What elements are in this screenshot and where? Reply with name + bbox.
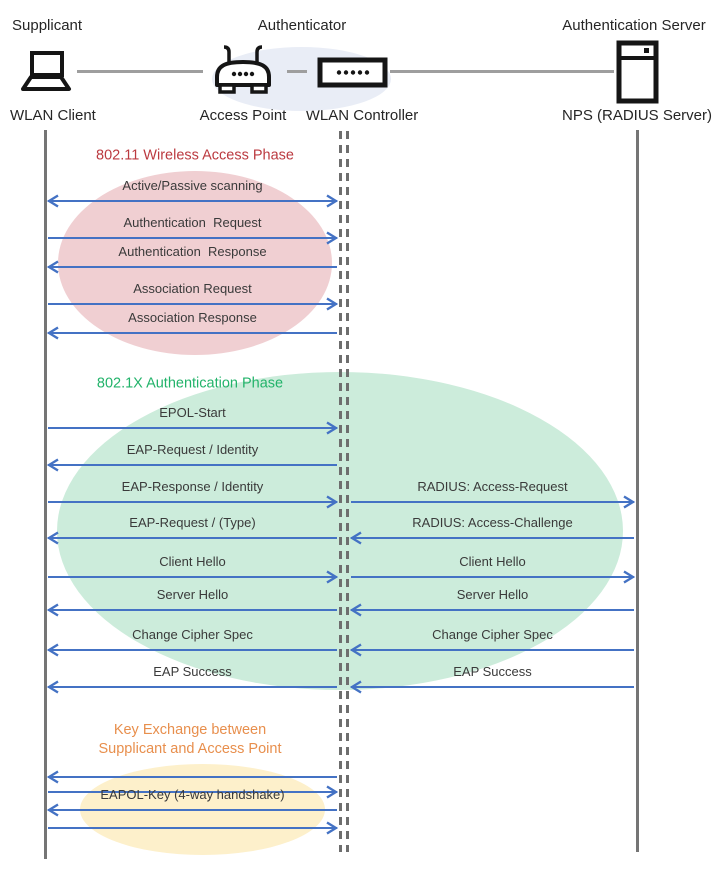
message-label: Change Cipher Spec (132, 627, 253, 642)
message-label: EAP Success (153, 664, 232, 679)
message-label: Server Hello (156, 587, 229, 602)
message-arrow (46, 458, 338, 472)
wlan-controller-name-label: WLAN Controller (305, 107, 419, 124)
message-label: RADIUS: Access-Challenge (412, 515, 573, 530)
supplicant-name-label: WLAN Client (10, 107, 96, 124)
message-arrow (47, 231, 339, 245)
server-name-label: NPS (RADIUS Server) (561, 107, 713, 124)
laptop-icon (20, 50, 72, 101)
phase-title-key-exchange: Key Exchange between Supplicant and Acce… (98, 722, 282, 757)
message-arrow (349, 603, 635, 617)
message-label: RADIUS: Access-Request (417, 479, 568, 494)
message-label: Client Hello (459, 554, 526, 569)
connector-ap-controller (287, 70, 307, 73)
message-arrow (46, 680, 338, 694)
message-arrow (350, 495, 636, 509)
message-label: Active/Passive scanning (122, 178, 263, 193)
message-label: EAP Success (453, 664, 532, 679)
message-label: Association Request (133, 281, 252, 296)
connector-client-ap (77, 70, 203, 73)
message-arrow (349, 680, 635, 694)
authenticator-role-label: Authenticator (257, 17, 347, 34)
phase-title-80211: 802.11 Wireless Access Phase (96, 147, 294, 164)
message-arrow (46, 803, 338, 817)
controller-lifeline-left (339, 131, 342, 852)
access-point-icon (205, 42, 281, 107)
supplicant-lifeline (44, 130, 47, 859)
message-label: Authentication Request (123, 215, 262, 230)
message-label: EAP-Request / (Type) (129, 515, 256, 530)
message-arrow (350, 570, 636, 584)
message-arrow (47, 570, 339, 584)
message-label: Server Hello (456, 587, 529, 602)
message-arrow (47, 821, 339, 835)
message-arrow (47, 785, 339, 799)
server-icon (616, 40, 659, 109)
message-label: Association Response (128, 310, 257, 325)
message-arrow (46, 194, 339, 208)
message-label: Client Hello (159, 554, 226, 569)
message-arrow (46, 643, 338, 657)
server-role-label: Authentication Server (562, 17, 706, 34)
phase-title-8021x: 802.1X Authentication Phase (96, 375, 284, 392)
supplicant-role-label: Supplicant (12, 17, 83, 34)
message-label: EAP-Request / Identity (126, 442, 259, 457)
message-label: Authentication Response (118, 244, 267, 259)
message-arrow (46, 603, 338, 617)
message-arrow (46, 260, 338, 274)
message-arrow (47, 495, 339, 509)
message-arrow (46, 531, 338, 545)
message-arrow (349, 643, 635, 657)
message-arrow (47, 297, 339, 311)
message-arrow (349, 531, 635, 545)
wlan-controller-icon (317, 57, 388, 93)
message-arrow (46, 326, 338, 340)
message-label: EAP-Response / Identity (121, 479, 264, 494)
access-point-name-label: Access Point (199, 107, 287, 124)
message-arrow (47, 421, 339, 435)
connector-controller-server (390, 70, 614, 73)
server-lifeline (636, 130, 639, 852)
controller-lifeline-right (346, 131, 349, 852)
message-label: Change Cipher Spec (432, 627, 553, 642)
message-label: EAPOL-Key (4-way handshake) (100, 787, 285, 802)
message-arrow (46, 770, 338, 784)
message-label: EPOL-Start (159, 405, 226, 420)
